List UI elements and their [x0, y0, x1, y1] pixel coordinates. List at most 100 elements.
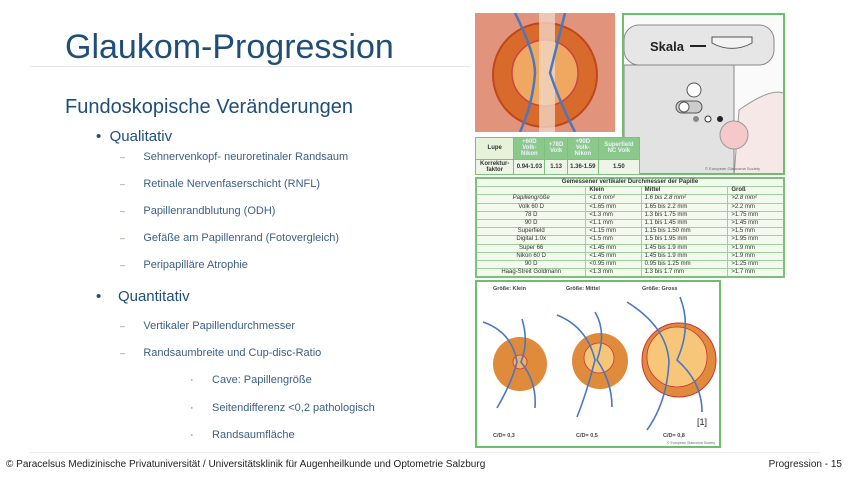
footer-page-number: Progression - 15	[768, 459, 842, 470]
table-cell: <1.1 mm	[585, 219, 642, 229]
disc-size-label: Größe: Mittel	[566, 286, 600, 292]
list-item-text: Retinale Nervenfaserschicht (RNFL)	[143, 178, 321, 190]
list-item: – Gefäße am Papillenrand (Fotovergleich)	[120, 232, 339, 244]
table-cell: 1.15 bis 1.50 mm	[640, 227, 729, 237]
table-title: Gemessener vertikaler Durchmesser der Pa…	[475, 177, 785, 188]
list-item-text: Sehnervenkopf- neuroretinaler Randsaum	[143, 151, 349, 163]
table-cell: <1.3 mm	[585, 210, 642, 221]
table-cell: >1.25 mm	[727, 260, 785, 270]
table-cell: <1.45 mm	[585, 251, 642, 262]
list-item: – Retinale Nervenfaserschicht (RNFL)	[120, 178, 320, 190]
skala-label: Skala	[650, 39, 685, 54]
dot-marker: ·	[190, 429, 194, 441]
sub-list-item: · Randsaumfläche	[190, 429, 295, 441]
table-cell: 78 D	[475, 210, 587, 221]
table-cell: Nikon 60 D	[475, 251, 587, 262]
table-cell: >2.8 mm²	[727, 194, 785, 204]
table-cell: <1.5 mm	[585, 235, 642, 245]
bullet-icon: •	[96, 128, 102, 145]
table-cell: >1.95 mm	[727, 235, 785, 245]
table-cell: 0.95 bis 1.25 mm	[640, 260, 729, 270]
lens-device-image: Skala	[622, 13, 785, 175]
list-item-text: Peripapilläre Atrophie	[143, 259, 248, 271]
dot-marker: ·	[190, 374, 194, 386]
slide-title: Glaukom-Progression	[65, 28, 394, 66]
cd-ratio-label: C/D= 0,3	[493, 433, 515, 439]
table-header: Lupe	[474, 137, 515, 160]
sub-list-item-text: Randsaumfläche	[212, 429, 295, 441]
dot-marker: ·	[190, 402, 194, 414]
table-cell: Volk 60 D	[475, 202, 587, 212]
list-item-text: Randsaumbreite und Cup-disc-Ratio	[143, 347, 322, 359]
list-item: – Sehnervenkopf- neuroretinaler Randsaum	[120, 151, 348, 163]
sub-list-item-text: Seitendifferenz <0,2 pathologisch	[212, 402, 375, 414]
bullet-label: Qualitativ	[109, 128, 173, 145]
table-cell: Haag-Streit Goldmann	[475, 268, 587, 278]
table-cell: <1.3 mm	[585, 268, 642, 278]
table-cell: Super 66	[475, 243, 587, 253]
slide-subtitle: Fundoskopische Veränderungen	[65, 96, 353, 118]
disc-size-label: Größe: Klein	[493, 286, 527, 292]
table-cell: >1.9 mm	[727, 243, 785, 253]
table-cell: 1.36-1.59	[566, 158, 599, 176]
list-item: – Randsaumbreite und Cup-disc-Ratio	[120, 347, 321, 359]
dash-marker: –	[120, 321, 126, 331]
optic-disc-photo	[475, 13, 615, 132]
dash-marker: –	[120, 348, 126, 358]
table-cell: <1.45 mm	[585, 243, 642, 253]
table-cell: 0.94-1.03	[513, 158, 546, 176]
reference-marker: [1]	[697, 417, 708, 427]
table-header: Klein	[585, 186, 642, 196]
dash-marker: –	[120, 206, 126, 216]
list-item-text: Vertikaler Papillendurchmesser	[143, 320, 295, 332]
bullet-qualitativ: • Qualitativ	[96, 128, 172, 145]
table-cell: Korrektur-faktor	[474, 158, 515, 176]
copyright-note: © European Glaucoma Society	[705, 166, 760, 171]
disc-size-label: Größe: Gross	[642, 286, 678, 292]
table-cell: >1.45 mm	[727, 219, 785, 229]
title-divider	[30, 66, 470, 67]
list-item-text: Gefäße am Papillenrand (Fotovergleich)	[143, 232, 340, 244]
cd-ratio-label: C/D= 0,5	[576, 433, 598, 439]
table-header: Superfield NC Volk	[597, 137, 641, 160]
cd-ratio-label: C/D= 0,8	[663, 433, 685, 439]
lupe-correction-table: Lupe+60D Volk-Nikon+78D Volk+90D Volk-Ni…	[474, 137, 641, 176]
table-header: +90D Volk-Nikon	[566, 137, 599, 160]
dash-marker: –	[120, 233, 126, 243]
dash-marker: –	[120, 260, 126, 270]
dash-marker: –	[120, 179, 126, 189]
table-cell: 1.3 bis 1.7 mm	[640, 268, 729, 278]
table-header: Mittel	[640, 186, 729, 196]
list-item-text: Papillenrandblutung (ODH)	[143, 205, 276, 217]
table-cell: 1.5 bis 1.95 mm	[640, 235, 729, 245]
table-cell: Digital 1.0x	[475, 235, 587, 245]
footer-divider	[30, 452, 820, 453]
table-cell: 1.50	[597, 158, 641, 176]
table-cell: 1.45 bis 1.9 mm	[640, 251, 729, 262]
list-item: – Peripapilläre Atrophie	[120, 259, 248, 271]
table-cell: 1.3 bis 1.75 mm	[640, 210, 729, 221]
list-item: – Papillenrandblutung (ODH)	[120, 205, 275, 217]
bullet-quantitativ: • Quantitativ	[96, 288, 190, 305]
table-cell: <1.6 mm²	[585, 194, 642, 204]
table-cell: 1.6 bis 2.8 mm²	[640, 194, 729, 204]
table-cell: >1.9 mm	[727, 251, 785, 262]
footer-copyright: © Paracelsus Medizinische Privatuniversi…	[6, 459, 486, 470]
disc-size-comparison: Größe: Klein Größe: Mittel Größe: Gross …	[475, 280, 721, 448]
table-header	[475, 186, 587, 196]
bullet-label: Quantitativ	[117, 288, 190, 305]
table-cell: 1.45 bis 1.9 mm	[640, 243, 729, 253]
dash-marker: –	[120, 152, 126, 162]
table-cell: <1.15 mm	[585, 227, 642, 237]
table-header: +60D Volk-Nikon	[513, 137, 546, 160]
sub-list-item-text: Cave: Papillengröße	[212, 374, 312, 386]
table-header: Groß	[727, 186, 785, 196]
